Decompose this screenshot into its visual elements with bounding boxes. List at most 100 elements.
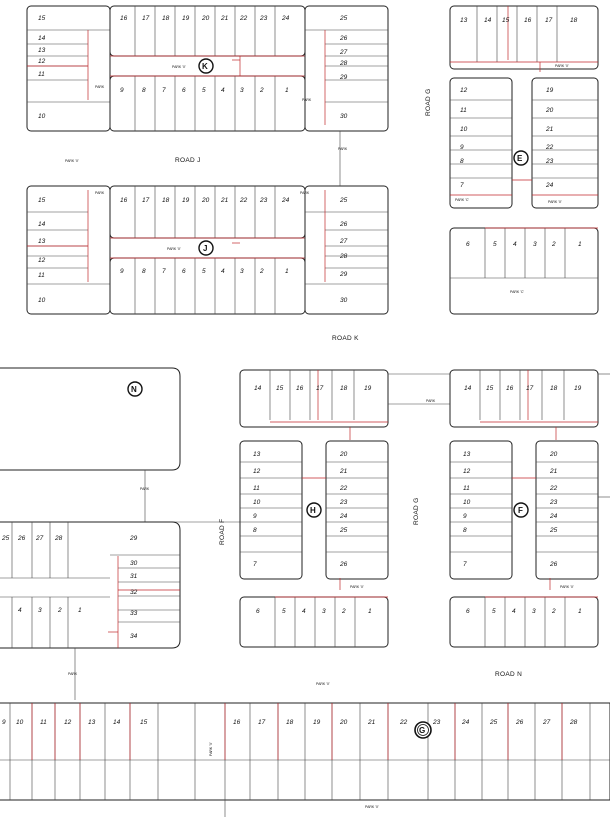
svg-text:6: 6 [466,241,470,248]
svg-text:5: 5 [202,268,206,275]
svg-text:25: 25 [339,15,348,22]
svg-text:3: 3 [240,87,244,94]
svg-text:1: 1 [285,268,289,275]
svg-text:3: 3 [322,608,326,615]
svg-text:18: 18 [162,15,170,22]
svg-text:22: 22 [399,719,408,726]
svg-text:5: 5 [493,241,497,248]
svg-text:2: 2 [551,608,556,615]
svg-text:10: 10 [38,113,46,120]
svg-text:24: 24 [549,513,558,520]
svg-text:3: 3 [240,268,244,275]
svg-text:8: 8 [253,527,257,534]
svg-text:7: 7 [460,182,464,189]
svg-text:18: 18 [286,719,294,726]
svg-text:PARK 'X': PARK 'X' [209,742,213,756]
svg-text:10: 10 [463,499,471,506]
svg-text:11: 11 [253,485,260,492]
svg-text:15: 15 [502,17,510,24]
svg-text:21: 21 [220,15,229,22]
svg-text:27: 27 [35,535,44,542]
svg-text:15: 15 [140,719,148,726]
svg-text:3: 3 [533,241,537,248]
svg-text:33: 33 [130,610,138,617]
block-n-group: N [0,367,181,471]
svg-text:PARK 'X': PARK 'X' [350,585,364,589]
svg-text:21: 21 [545,126,554,133]
svg-text:17: 17 [142,15,150,22]
svg-text:12: 12 [253,468,261,475]
svg-text:22: 22 [239,15,248,22]
svg-text:PARK: PARK [426,399,436,403]
block-f-group: 14 15 16 17 18 19 13 12 11 10 9 8 7 20 2… [449,369,599,648]
svg-text:19: 19 [182,197,190,204]
road-label-g-upper: ROAD G [425,89,432,116]
svg-text:PARK: PARK [68,672,78,676]
svg-text:23: 23 [545,158,554,165]
svg-text:13: 13 [253,451,261,458]
block-label-h: H [310,506,316,515]
road-label-g-lower: ROAD G [413,498,420,525]
svg-text:25: 25 [549,527,558,534]
svg-text:9: 9 [460,144,464,151]
svg-text:16: 16 [524,17,532,24]
svg-text:27: 27 [542,719,551,726]
road-label-k: ROAD K [332,335,359,342]
svg-text:23: 23 [259,15,268,22]
svg-text:26: 26 [17,535,26,542]
block-e-group: 13 14 15 16 17 18 PARK 'X' 12 11 10 9 8 … [449,5,599,315]
svg-text:5: 5 [202,87,206,94]
svg-text:22: 22 [549,485,558,492]
svg-text:30: 30 [340,113,348,120]
svg-text:PARK 'X': PARK 'X' [560,585,574,589]
svg-text:29: 29 [339,74,348,81]
svg-text:23: 23 [339,499,348,506]
svg-text:14: 14 [484,17,492,24]
svg-text:6: 6 [256,608,260,615]
svg-text:PARK 'C': PARK 'C' [510,290,524,294]
svg-text:13: 13 [38,238,46,245]
svg-text:21: 21 [549,468,558,475]
svg-text:23: 23 [259,197,268,204]
svg-text:4: 4 [18,607,22,614]
svg-text:3: 3 [532,608,536,615]
svg-text:15: 15 [38,197,46,204]
road-label-f: ROAD F [219,519,226,545]
block-k-group: 15 14 13 12 11 10 16 17 18 19 20 21 22 2… [26,5,389,132]
svg-text:12: 12 [64,719,72,726]
svg-text:2: 2 [551,241,556,248]
svg-text:PARK 'X': PARK 'X' [167,247,181,251]
svg-text:18: 18 [162,197,170,204]
svg-text:24: 24 [339,513,348,520]
svg-text:17: 17 [316,385,324,392]
svg-text:19: 19 [574,385,582,392]
svg-text:16: 16 [120,15,128,22]
svg-text:PARK 'X': PARK 'X' [316,682,330,686]
svg-text:13: 13 [38,47,46,54]
svg-text:29: 29 [339,271,348,278]
block-label-n: N [131,385,137,394]
svg-text:17: 17 [258,719,266,726]
svg-text:21: 21 [339,468,348,475]
svg-text:26: 26 [339,35,348,42]
svg-text:7: 7 [162,268,166,275]
svg-text:7: 7 [162,87,166,94]
svg-text:PARK 'X': PARK 'X' [555,64,569,68]
road-label-j: ROAD J [175,157,201,164]
svg-text:26: 26 [515,719,524,726]
svg-text:19: 19 [313,719,321,726]
svg-text:25: 25 [1,535,10,542]
svg-text:PARK 'X': PARK 'X' [548,200,562,204]
block-j-group: 15 14 13 12 11 10 16 17 18 19 20 21 22 2… [26,185,389,315]
svg-text:28: 28 [54,535,63,542]
svg-text:34: 34 [130,633,138,640]
svg-text:24: 24 [281,15,290,22]
svg-text:8: 8 [463,527,467,534]
block-g-group: 9 10 11 12 13 14 15 16 17 18 19 20 21 22… [0,702,610,817]
svg-text:8: 8 [142,268,146,275]
svg-text:14: 14 [38,221,46,228]
svg-text:20: 20 [201,15,210,22]
svg-text:10: 10 [253,499,261,506]
svg-text:8: 8 [460,158,464,165]
